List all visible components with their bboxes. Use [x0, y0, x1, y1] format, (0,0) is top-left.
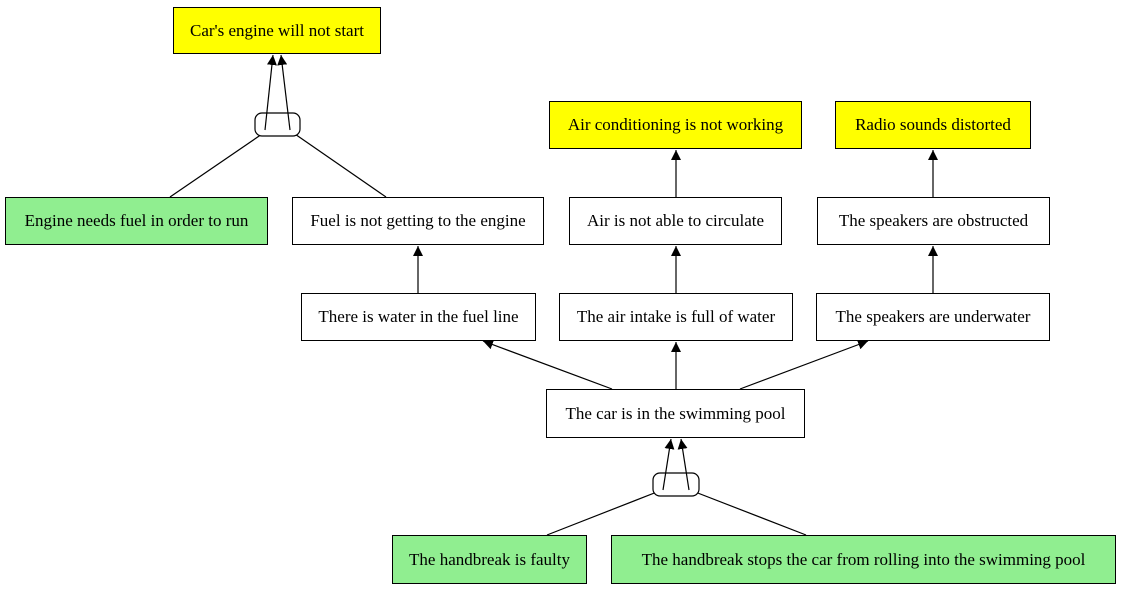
edge-junction-to-engine-right	[277, 54, 291, 131]
node-handbreak-stops-car: The handbreak stops the car from rolling…	[611, 535, 1116, 584]
edge-junction-to-pool-right	[677, 438, 690, 491]
node-air-intake-full-of-water: The air intake is full of water	[559, 293, 793, 341]
edge-junction-to-engine-left	[264, 54, 277, 131]
node-radio-sounds-distorted: Radio sounds distorted	[835, 101, 1031, 149]
edge-fuel-not-getting-to-junction	[291, 131, 387, 198]
node-water-in-fuel-line: There is water in the fuel line	[301, 293, 536, 341]
and-junction-box	[254, 112, 301, 137]
node-engine-needs-fuel: Engine needs fuel in order to run	[5, 197, 268, 245]
edge-junction-to-pool-left	[662, 438, 675, 491]
node-engine-will-not-start: Car's engine will not start	[173, 7, 381, 54]
edge-handbreak-faulty-to-junction	[546, 489, 663, 536]
node-handbreak-faulty: The handbreak is faulty	[392, 535, 587, 584]
edge-pool-to-speakers-underwater	[739, 339, 869, 390]
node-air-conditioning-not-working: Air conditioning is not working	[549, 101, 802, 149]
edge-handbreak-stops-to-junction	[689, 489, 807, 536]
edge-engine-needs-fuel-to-junction	[169, 131, 266, 198]
and-junction-engine	[169, 54, 387, 198]
node-fuel-not-getting-to-engine: Fuel is not getting to the engine	[292, 197, 544, 245]
node-speakers-underwater: The speakers are underwater	[816, 293, 1050, 341]
and-junction-pool	[546, 438, 807, 536]
edge-pool-to-water-fuel-line	[482, 339, 613, 390]
node-speakers-obstructed: The speakers are obstructed	[817, 197, 1050, 245]
and-junction-box	[652, 472, 700, 497]
node-air-not-able-to-circulate: Air is not able to circulate	[569, 197, 782, 245]
node-car-in-swimming-pool: The car is in the swimming pool	[546, 389, 805, 438]
